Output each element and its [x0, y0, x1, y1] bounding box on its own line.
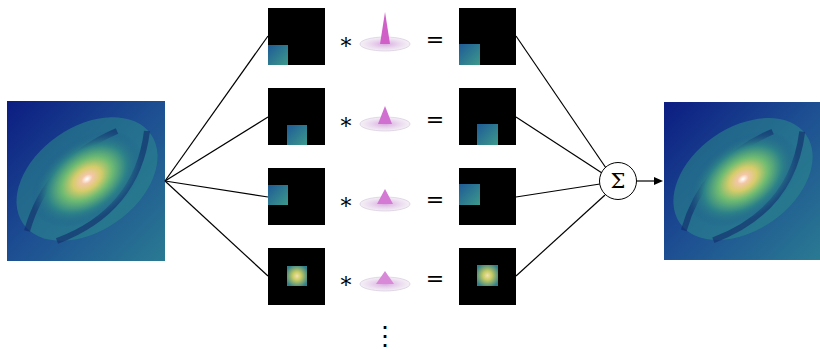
operator-symbol: ∗ [339, 31, 354, 53]
operator-symbol: = [426, 189, 444, 211]
operator-symbol: ∗ [339, 270, 354, 292]
operator-symbol: = [426, 29, 444, 51]
operator-symbol: ∗ [339, 111, 354, 133]
sum-symbol: Σ [611, 171, 626, 192]
operator-symbol: = [426, 268, 444, 290]
operator-symbol: = [426, 109, 444, 131]
operator-symbol: ∗ [339, 191, 354, 213]
sum-circle: Σ [599, 162, 637, 200]
ellipsis-dots: ⋮ [372, 323, 398, 349]
